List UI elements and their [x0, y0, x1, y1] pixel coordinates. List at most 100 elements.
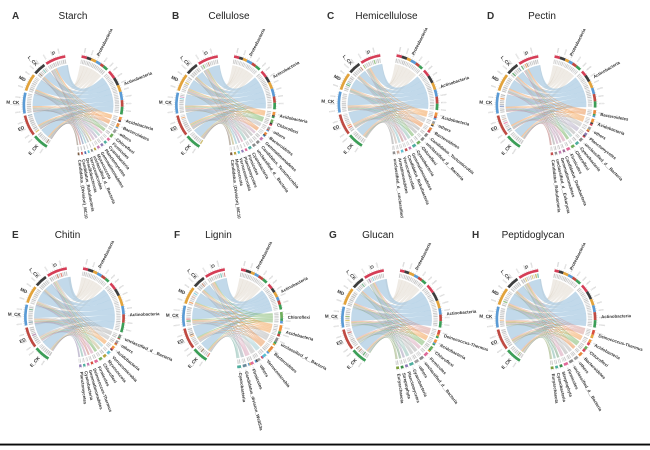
svg-text:20000: 20000	[417, 364, 421, 370]
svg-text:80000: 80000	[184, 347, 189, 352]
svg-text:80000: 80000	[20, 127, 26, 131]
svg-text:40000: 40000	[582, 63, 587, 68]
svg-text:60000: 60000	[332, 120, 338, 124]
svg-text:G: G	[50, 51, 56, 57]
svg-text:ED: ED	[177, 338, 186, 346]
svg-text:Starch: Starch	[59, 11, 88, 22]
svg-text:100000: 100000	[597, 87, 604, 91]
svg-text:40000: 40000	[573, 150, 578, 156]
svg-text:Candidatus_(Division)_MC10: Candidatus_(Division)_MC10	[230, 159, 242, 219]
svg-text:60000: 60000	[284, 328, 290, 331]
svg-text:40000: 40000	[586, 281, 591, 286]
svg-text:40000: 40000	[122, 292, 128, 296]
svg-text:60000: 60000	[557, 262, 560, 268]
svg-text:20000: 20000	[531, 262, 534, 268]
svg-text:80000: 80000	[503, 64, 508, 69]
svg-text:100000: 100000	[432, 280, 438, 286]
svg-text:M_CK: M_CK	[159, 100, 173, 106]
svg-text:80000: 80000	[170, 84, 176, 88]
svg-text:100000: 100000	[28, 350, 34, 356]
svg-text:60000: 60000	[191, 148, 196, 153]
svg-text:60000: 60000	[599, 103, 604, 105]
svg-text:20000: 20000	[422, 271, 427, 276]
svg-text:100000: 100000	[587, 137, 593, 142]
svg-text:80000: 80000	[346, 352, 351, 357]
svg-text:100000: 100000	[568, 152, 573, 159]
svg-text:20000: 20000	[582, 142, 587, 147]
svg-text:20000: 20000	[273, 80, 279, 84]
svg-text:G: G	[203, 51, 209, 57]
svg-text:60000: 60000	[43, 54, 47, 60]
svg-text:100000: 100000	[428, 138, 434, 144]
svg-text:20000: 20000	[58, 48, 61, 54]
svg-text:ED: ED	[17, 125, 26, 133]
svg-text:40000: 40000	[348, 142, 353, 147]
svg-text:80000: 80000	[334, 309, 339, 312]
svg-text:80000: 80000	[512, 362, 517, 367]
svg-text:40000: 40000	[270, 73, 276, 78]
svg-text:20000: 20000	[577, 361, 582, 366]
svg-text:80000: 80000	[441, 102, 446, 104]
svg-text:Cellulose: Cellulose	[208, 11, 250, 22]
svg-text:40000: 40000	[419, 146, 424, 151]
svg-text:MD: MD	[491, 75, 500, 83]
svg-text:ED: ED	[332, 124, 341, 132]
svg-text:100000: 100000	[202, 50, 206, 57]
svg-text:40000: 40000	[26, 346, 31, 351]
svg-text:40000: 40000	[121, 80, 127, 84]
svg-text:20000: 20000	[516, 268, 520, 274]
svg-text:100000: 100000	[590, 287, 596, 292]
svg-text:80000: 80000	[104, 57, 109, 62]
svg-text:M_CK: M_CK	[8, 312, 22, 318]
svg-text:20000: 20000	[123, 338, 129, 342]
svg-text:MD: MD	[333, 74, 342, 82]
svg-text:Candidatus_Rokubacteria: Candidatus_Rokubacteria	[550, 159, 561, 213]
svg-text:40000: 40000	[19, 333, 25, 337]
svg-text:80000: 80000	[35, 59, 40, 64]
svg-text:60000: 60000	[25, 70, 30, 75]
svg-text:60000: 60000	[188, 59, 193, 64]
svg-text:ED: ED	[19, 337, 28, 345]
svg-text:100000: 100000	[188, 277, 194, 283]
svg-text:100000: 100000	[128, 315, 134, 317]
svg-text:20000: 20000	[592, 130, 598, 134]
svg-text:40000: 40000	[125, 299, 131, 302]
svg-text:Bacteroidetes: Bacteroidetes	[600, 112, 629, 122]
svg-text:others: others	[418, 365, 429, 379]
svg-text:100000: 100000	[86, 259, 89, 266]
svg-text:60000: 60000	[24, 134, 29, 139]
svg-text:20000: 20000	[508, 273, 513, 278]
svg-text:20000: 20000	[428, 277, 433, 282]
svg-text:Actinobacteria: Actinobacteria	[601, 313, 632, 319]
svg-text:80000: 80000	[203, 267, 207, 273]
svg-text:20000: 20000	[126, 110, 131, 113]
svg-text:20000: 20000	[285, 321, 290, 323]
svg-text:40000: 40000	[490, 121, 496, 125]
svg-text:60000: 60000	[423, 361, 428, 366]
svg-text:Cyanobacteria: Cyanobacteria	[238, 372, 247, 403]
svg-text:100000: 100000	[515, 53, 520, 59]
svg-text:80000: 80000	[119, 285, 125, 290]
svg-text:100000: 100000	[497, 70, 503, 75]
svg-text:40000: 40000	[31, 276, 36, 281]
svg-text:Cyanobacteria: Cyanobacteria	[556, 372, 567, 403]
svg-text:40000: 40000	[27, 138, 32, 143]
svg-text:40000: 40000	[173, 127, 179, 131]
svg-text:M_CK: M_CK	[325, 314, 339, 320]
svg-text:20000: 20000	[411, 367, 415, 373]
svg-text:100000: 100000	[582, 357, 588, 363]
svg-text:100000: 100000	[586, 66, 592, 72]
svg-text:Planctomycetes: Planctomycetes	[79, 371, 88, 405]
svg-text:40000: 40000	[283, 300, 289, 303]
svg-text:20000: 20000	[285, 313, 290, 315]
svg-text:100000: 100000	[499, 138, 505, 144]
svg-text:80000: 80000	[494, 291, 500, 295]
svg-text:G: G	[365, 50, 371, 56]
svg-text:80000: 80000	[117, 73, 123, 78]
svg-text:40000: 40000	[493, 341, 499, 345]
svg-text:60000: 60000	[339, 133, 344, 138]
svg-text:40000: 40000	[256, 57, 261, 62]
svg-text:100000: 100000	[564, 49, 568, 56]
svg-text:80000: 80000	[27, 282, 32, 287]
svg-text:100000: 100000	[353, 272, 359, 278]
